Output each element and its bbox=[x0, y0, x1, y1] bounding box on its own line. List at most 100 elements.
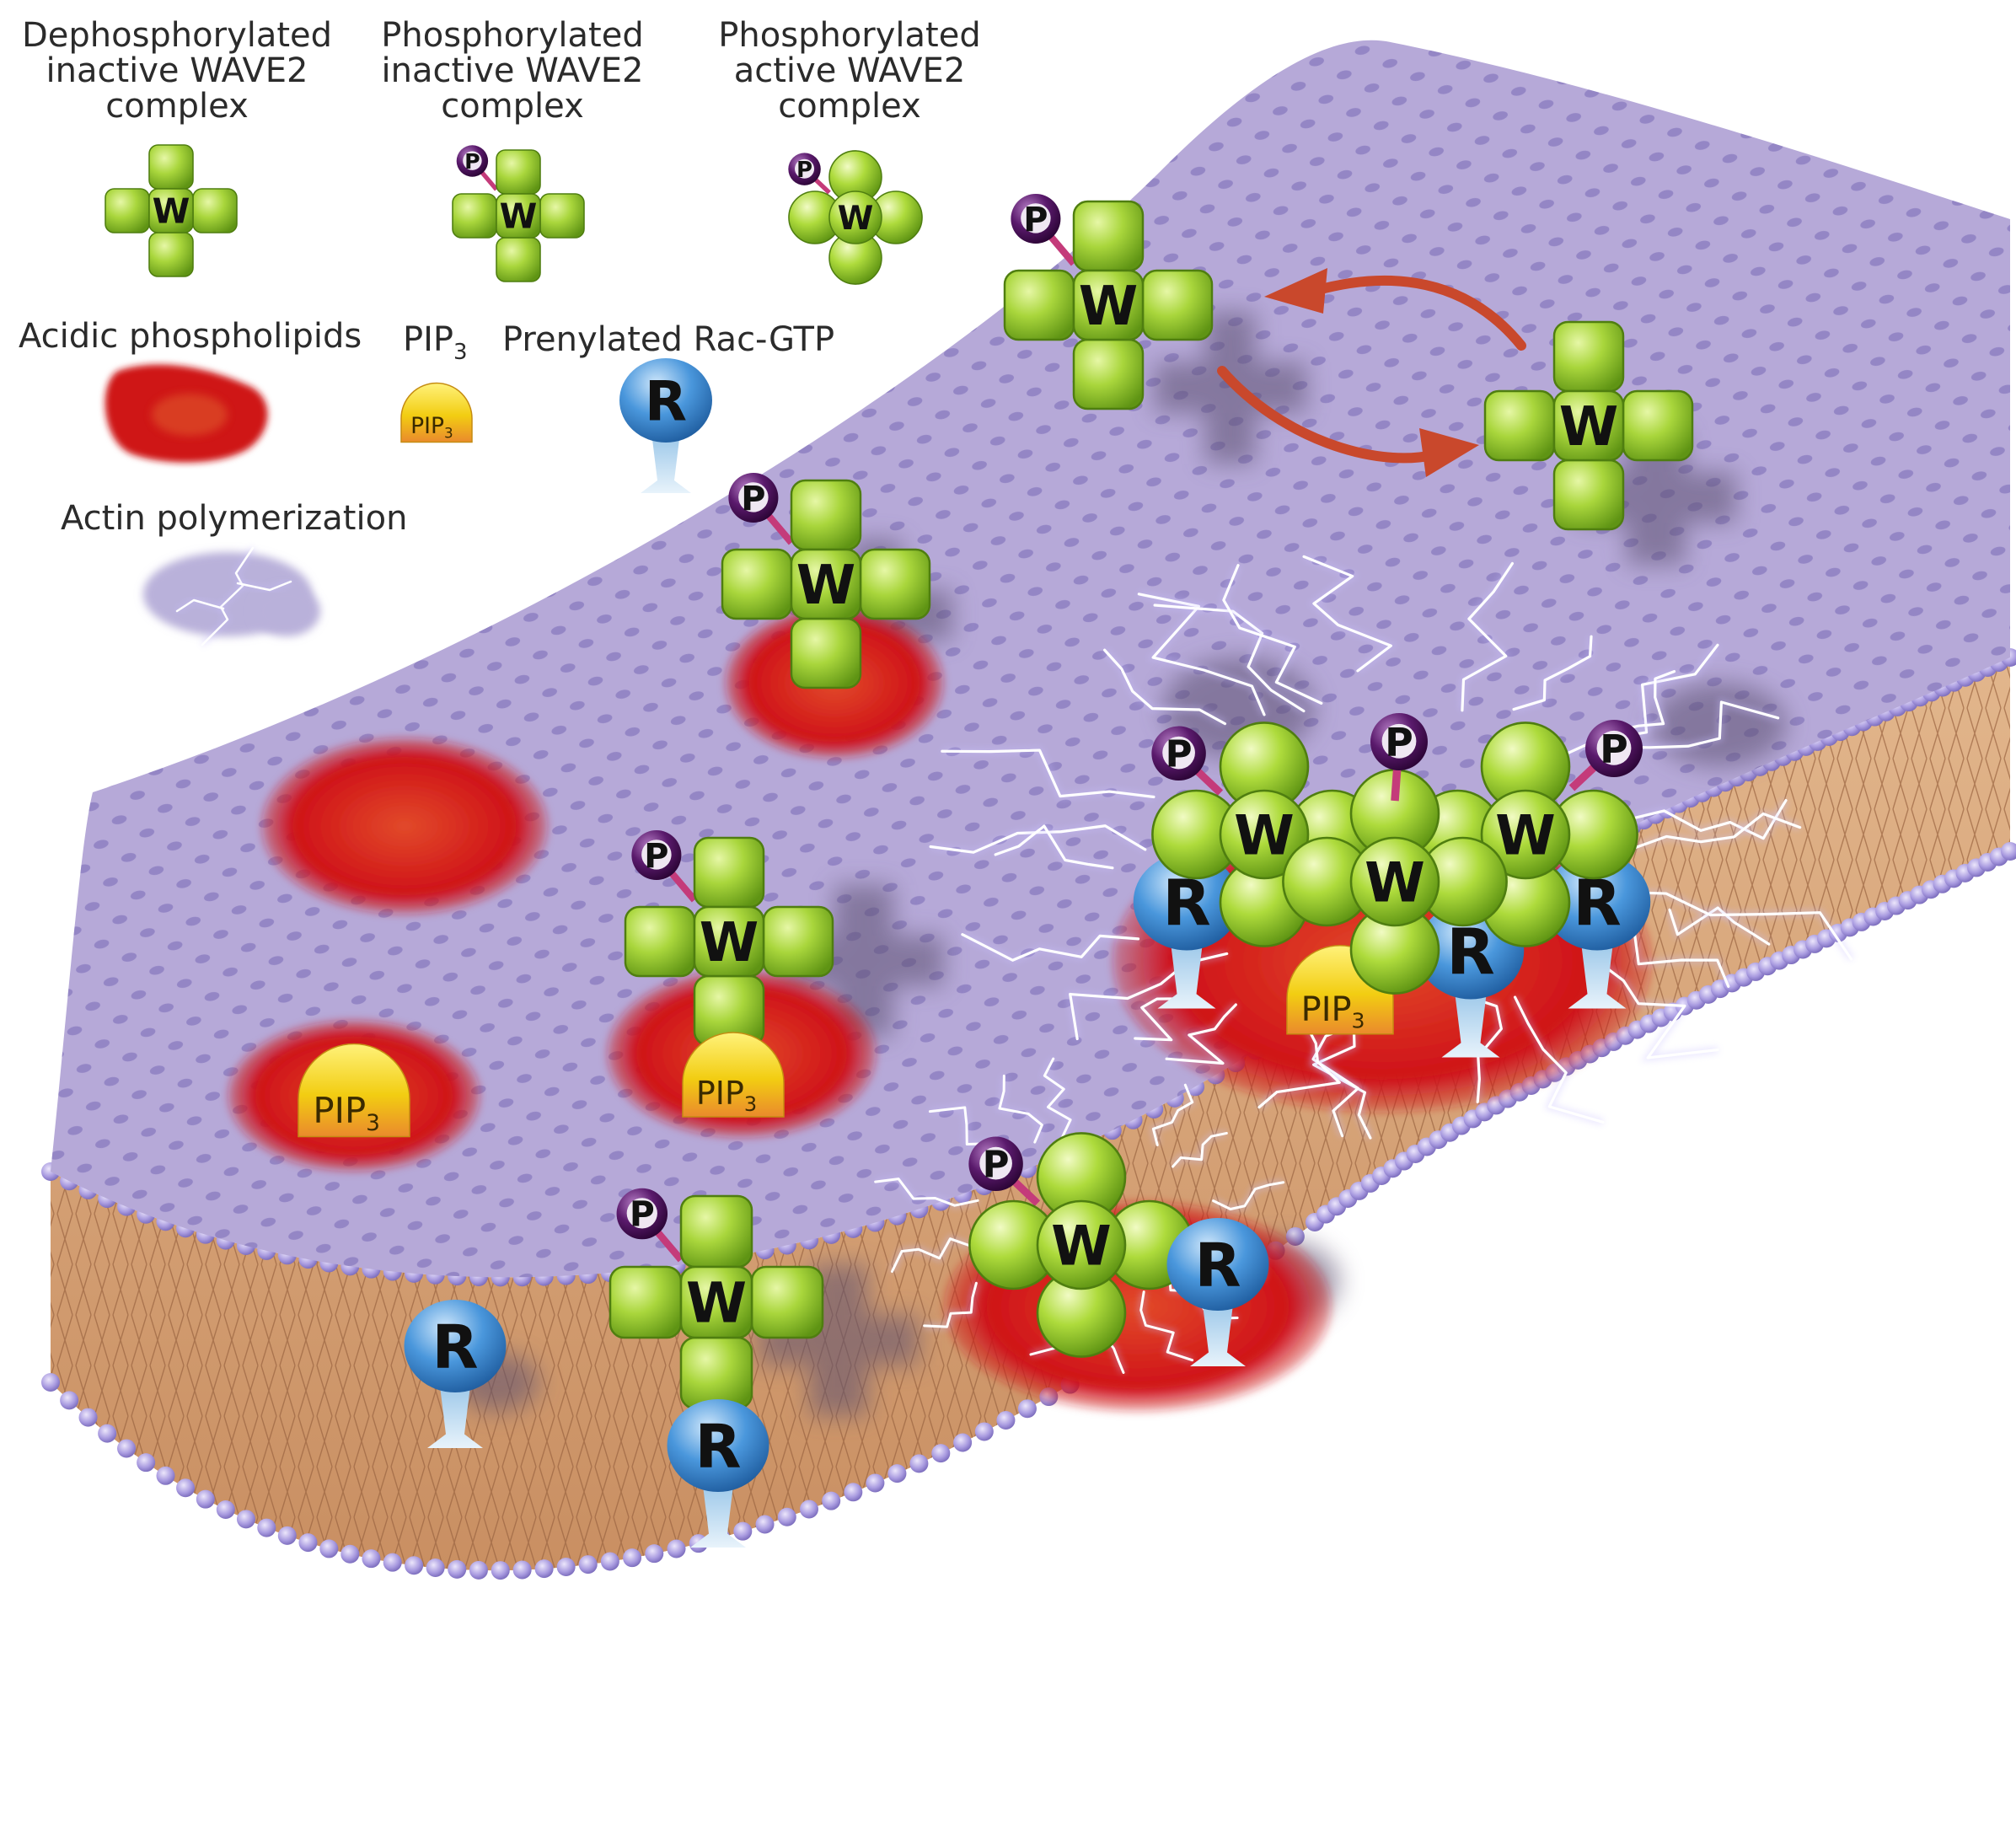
phospho-label: P bbox=[1023, 201, 1048, 239]
lipid-head bbox=[996, 1411, 1016, 1430]
wave-label: W bbox=[796, 555, 856, 617]
legend-dephosphorylated-line1: Dephosphorylated bbox=[22, 16, 332, 55]
wave-label: W bbox=[686, 1272, 747, 1336]
phospho-badge bbox=[463, 151, 482, 170]
pip3-shape bbox=[682, 1032, 785, 1118]
legend: Dephosphorylated inactive WAVE2 complex … bbox=[19, 16, 981, 647]
wave-subunit bbox=[496, 193, 541, 239]
phospho-group: P bbox=[788, 153, 831, 195]
lipid-head bbox=[909, 1454, 929, 1473]
wave-subunit bbox=[148, 144, 194, 190]
phospho-badge bbox=[979, 1146, 1012, 1180]
wave-subunit bbox=[624, 905, 696, 978]
phospho-label: P bbox=[983, 1144, 1010, 1186]
actin-spark bbox=[1257, 1022, 1341, 1109]
lipid-head bbox=[534, 1559, 554, 1579]
lipid-head bbox=[277, 1526, 297, 1545]
wave-subunit bbox=[679, 1336, 753, 1410]
phospho-badge bbox=[626, 1198, 657, 1229]
actin-spark bbox=[1513, 995, 1605, 1124]
membrane-complex-on-rac: PW bbox=[609, 1188, 824, 1410]
legend-phosphorylated-active-line2: active WAVE2 bbox=[734, 51, 966, 90]
wave-subunit bbox=[790, 617, 862, 689]
lipid-head bbox=[319, 1539, 339, 1558]
pip3-shape bbox=[400, 382, 473, 443]
rac-gtp: R bbox=[404, 1300, 507, 1448]
lipid-head bbox=[448, 1559, 467, 1579]
lipid-head bbox=[800, 1499, 818, 1519]
membrane-active-complex-small: PW bbox=[968, 1132, 1194, 1358]
actin-spark bbox=[1153, 604, 1306, 713]
wave-label: W bbox=[1495, 804, 1556, 867]
actin-spark bbox=[1302, 555, 1392, 673]
lipid-head bbox=[844, 1483, 863, 1502]
lipid-head bbox=[556, 1557, 576, 1576]
phospho-label: P bbox=[644, 837, 668, 876]
phospho-label: P bbox=[1600, 727, 1628, 772]
wave-subunit bbox=[721, 548, 793, 620]
wave-subunit bbox=[452, 193, 497, 239]
lipid-head bbox=[1017, 1399, 1037, 1419]
legend-actin-cloud-2 bbox=[253, 586, 320, 636]
lipid-head bbox=[887, 1464, 907, 1483]
lipid-head bbox=[117, 1439, 137, 1458]
legend-phosphorylated-inactive-line1: Phosphorylated bbox=[381, 16, 643, 55]
wave-label: W bbox=[1051, 1215, 1112, 1278]
phospho-group: P bbox=[968, 1136, 1041, 1206]
cycle-arrows bbox=[1217, 268, 1526, 477]
wave-subunit bbox=[1552, 389, 1625, 462]
membrane-complex-on-pip3: PW bbox=[624, 829, 834, 1047]
rac-prenyl-anchor bbox=[641, 426, 691, 493]
membrane-complex-on-phospholipid: PW bbox=[721, 472, 931, 689]
lipid-head bbox=[196, 1489, 215, 1509]
wave-label: W bbox=[500, 196, 538, 237]
legend-rac: Prenylated Rac-GTP bbox=[502, 320, 834, 359]
arrow-lower bbox=[1217, 366, 1438, 464]
actin-spark bbox=[1103, 648, 1227, 726]
lipid-head bbox=[469, 1560, 488, 1580]
actin-spark bbox=[890, 1237, 971, 1274]
wave-subunit bbox=[539, 193, 585, 239]
phospho-label: P bbox=[796, 158, 812, 183]
phospho-badge bbox=[1381, 723, 1417, 759]
arrow-upper-head bbox=[1264, 268, 1327, 314]
wave-label: W bbox=[1079, 276, 1139, 338]
rac-gtp: R bbox=[1543, 853, 1651, 1009]
wave-subunit-sphere bbox=[828, 190, 882, 244]
actin-spark bbox=[941, 748, 1155, 799]
wave-subunit bbox=[762, 905, 834, 978]
pip3-molecule: PIP3 bbox=[400, 382, 473, 443]
actin-spark bbox=[1043, 1057, 1072, 1138]
legend-pip3-subscript: 3 bbox=[453, 340, 468, 365]
lipid-head bbox=[578, 1555, 598, 1575]
phospho-badge bbox=[1162, 736, 1195, 770]
phospho-label: P bbox=[1385, 720, 1413, 765]
rac-label: R bbox=[1194, 1231, 1241, 1301]
wave-subunit bbox=[148, 188, 194, 233]
wave-subunit bbox=[693, 836, 765, 909]
wave-subunit bbox=[679, 1265, 753, 1339]
legend-phosphorylated-active-line1: Phosphorylated bbox=[718, 16, 980, 55]
wave-subunit bbox=[1141, 269, 1214, 341]
phospho-label: P bbox=[630, 1194, 655, 1235]
actin-spark bbox=[1512, 635, 1593, 711]
wave-subunit-sphere bbox=[1219, 789, 1310, 880]
legend-actin: Actin polymerization bbox=[61, 499, 407, 538]
cycle-phosphorylated-complex: PW bbox=[1003, 193, 1214, 410]
phospho-group: P bbox=[1568, 720, 1643, 791]
legend-phosphorylated-inactive-complex: PW bbox=[452, 145, 585, 282]
lipid-head bbox=[216, 1500, 235, 1520]
cluster-active-complex-center: W bbox=[1282, 769, 1508, 995]
wave-subunit bbox=[1072, 269, 1145, 341]
actin-spark bbox=[1633, 812, 1802, 850]
rac-label: R bbox=[1446, 915, 1495, 989]
wave-subunit bbox=[790, 479, 862, 551]
phospho-label: P bbox=[464, 149, 480, 174]
lipid-head bbox=[600, 1552, 619, 1571]
wave-label: W bbox=[700, 912, 759, 974]
phospho-group: P bbox=[456, 145, 499, 191]
pip3-molecule: PIP3 bbox=[682, 1032, 785, 1118]
wave-label: W bbox=[1234, 804, 1295, 867]
lipid-head bbox=[755, 1515, 775, 1534]
